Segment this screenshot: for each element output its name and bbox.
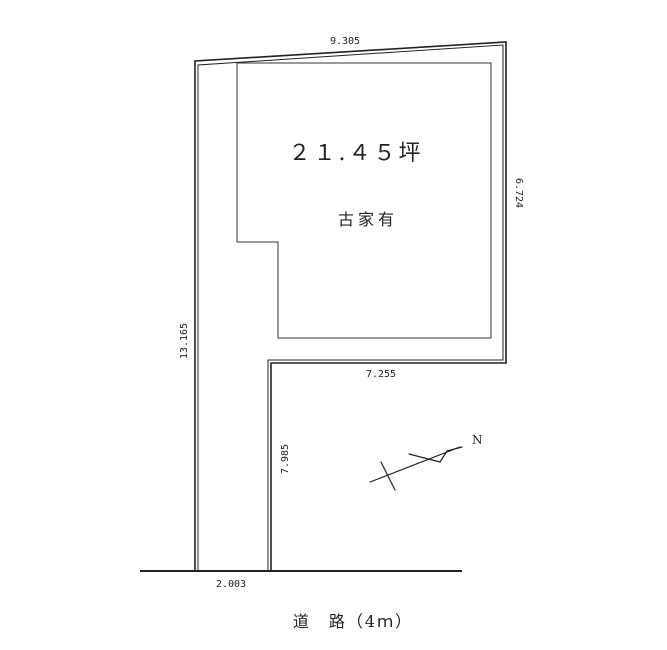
dimension-top: 9.305 [330,36,360,47]
dimension-frontage: 2.003 [216,579,246,590]
north-arrow-icon [369,446,463,491]
lot-boundary [194,41,507,571]
dimension-right: 6.724 [513,178,524,208]
lot-boundary-outer [194,41,507,571]
plot-area-label: ２１.４５坪 [289,141,424,166]
road-label: 道 路（4ｍ） [293,612,413,631]
lot-boundary-inner [197,44,504,571]
north-label: N [472,433,483,447]
dimension-inner-horizontal: 7.255 [366,369,396,380]
building-outline [236,62,492,339]
building-label: 古家有 [338,210,398,229]
dimension-inner-vertical: 7.985 [280,444,291,474]
dimension-left: 13.165 [179,323,190,359]
